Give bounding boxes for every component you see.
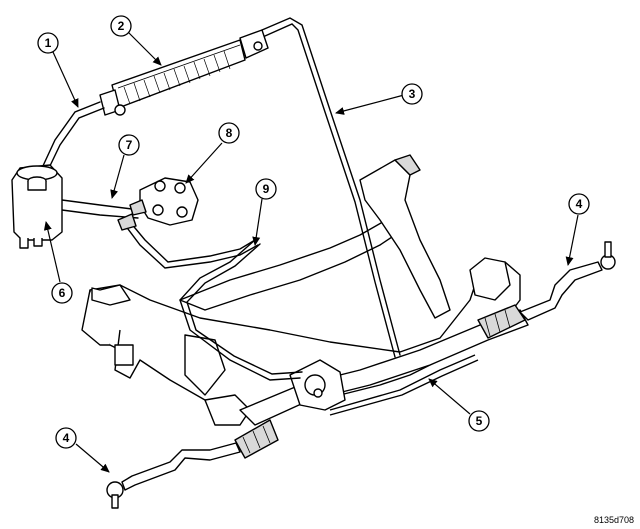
callout-8: 8 — [218, 122, 240, 144]
svg-text:4: 4 — [576, 197, 583, 211]
steering-gear — [234, 304, 529, 459]
svg-text:9: 9 — [263, 182, 270, 196]
svg-text:2: 2 — [118, 19, 125, 33]
tie-rod-right — [519, 241, 616, 321]
callout-9: 9 — [255, 178, 277, 200]
power-steering-cooler — [99, 29, 269, 116]
hoses-and-lines — [41, 17, 401, 381]
callout-4-right: 4 — [568, 193, 590, 215]
power-steering-reservoir — [11, 164, 63, 249]
callout-4-left: 4 — [55, 427, 77, 449]
front-crossmember — [81, 154, 521, 426]
figure-id: 8135d708 — [593, 515, 634, 525]
tie-rod-left — [106, 442, 241, 509]
svg-text:1: 1 — [45, 36, 52, 50]
callout-6: 6 — [51, 282, 73, 304]
svg-text:8: 8 — [226, 126, 233, 140]
callout-7: 7 — [118, 134, 140, 156]
callout-leaders — [43, 31, 579, 473]
svg-text:5: 5 — [476, 414, 483, 428]
svg-text:4: 4 — [63, 431, 70, 445]
callout-2: 2 — [110, 15, 132, 37]
callout-5: 5 — [468, 410, 490, 432]
svg-text:7: 7 — [126, 138, 133, 152]
svg-text:6: 6 — [59, 286, 66, 300]
callout-1: 1 — [37, 32, 59, 54]
power-steering-pump — [117, 177, 199, 231]
svg-text:3: 3 — [409, 87, 416, 101]
callout-3: 3 — [401, 83, 423, 105]
